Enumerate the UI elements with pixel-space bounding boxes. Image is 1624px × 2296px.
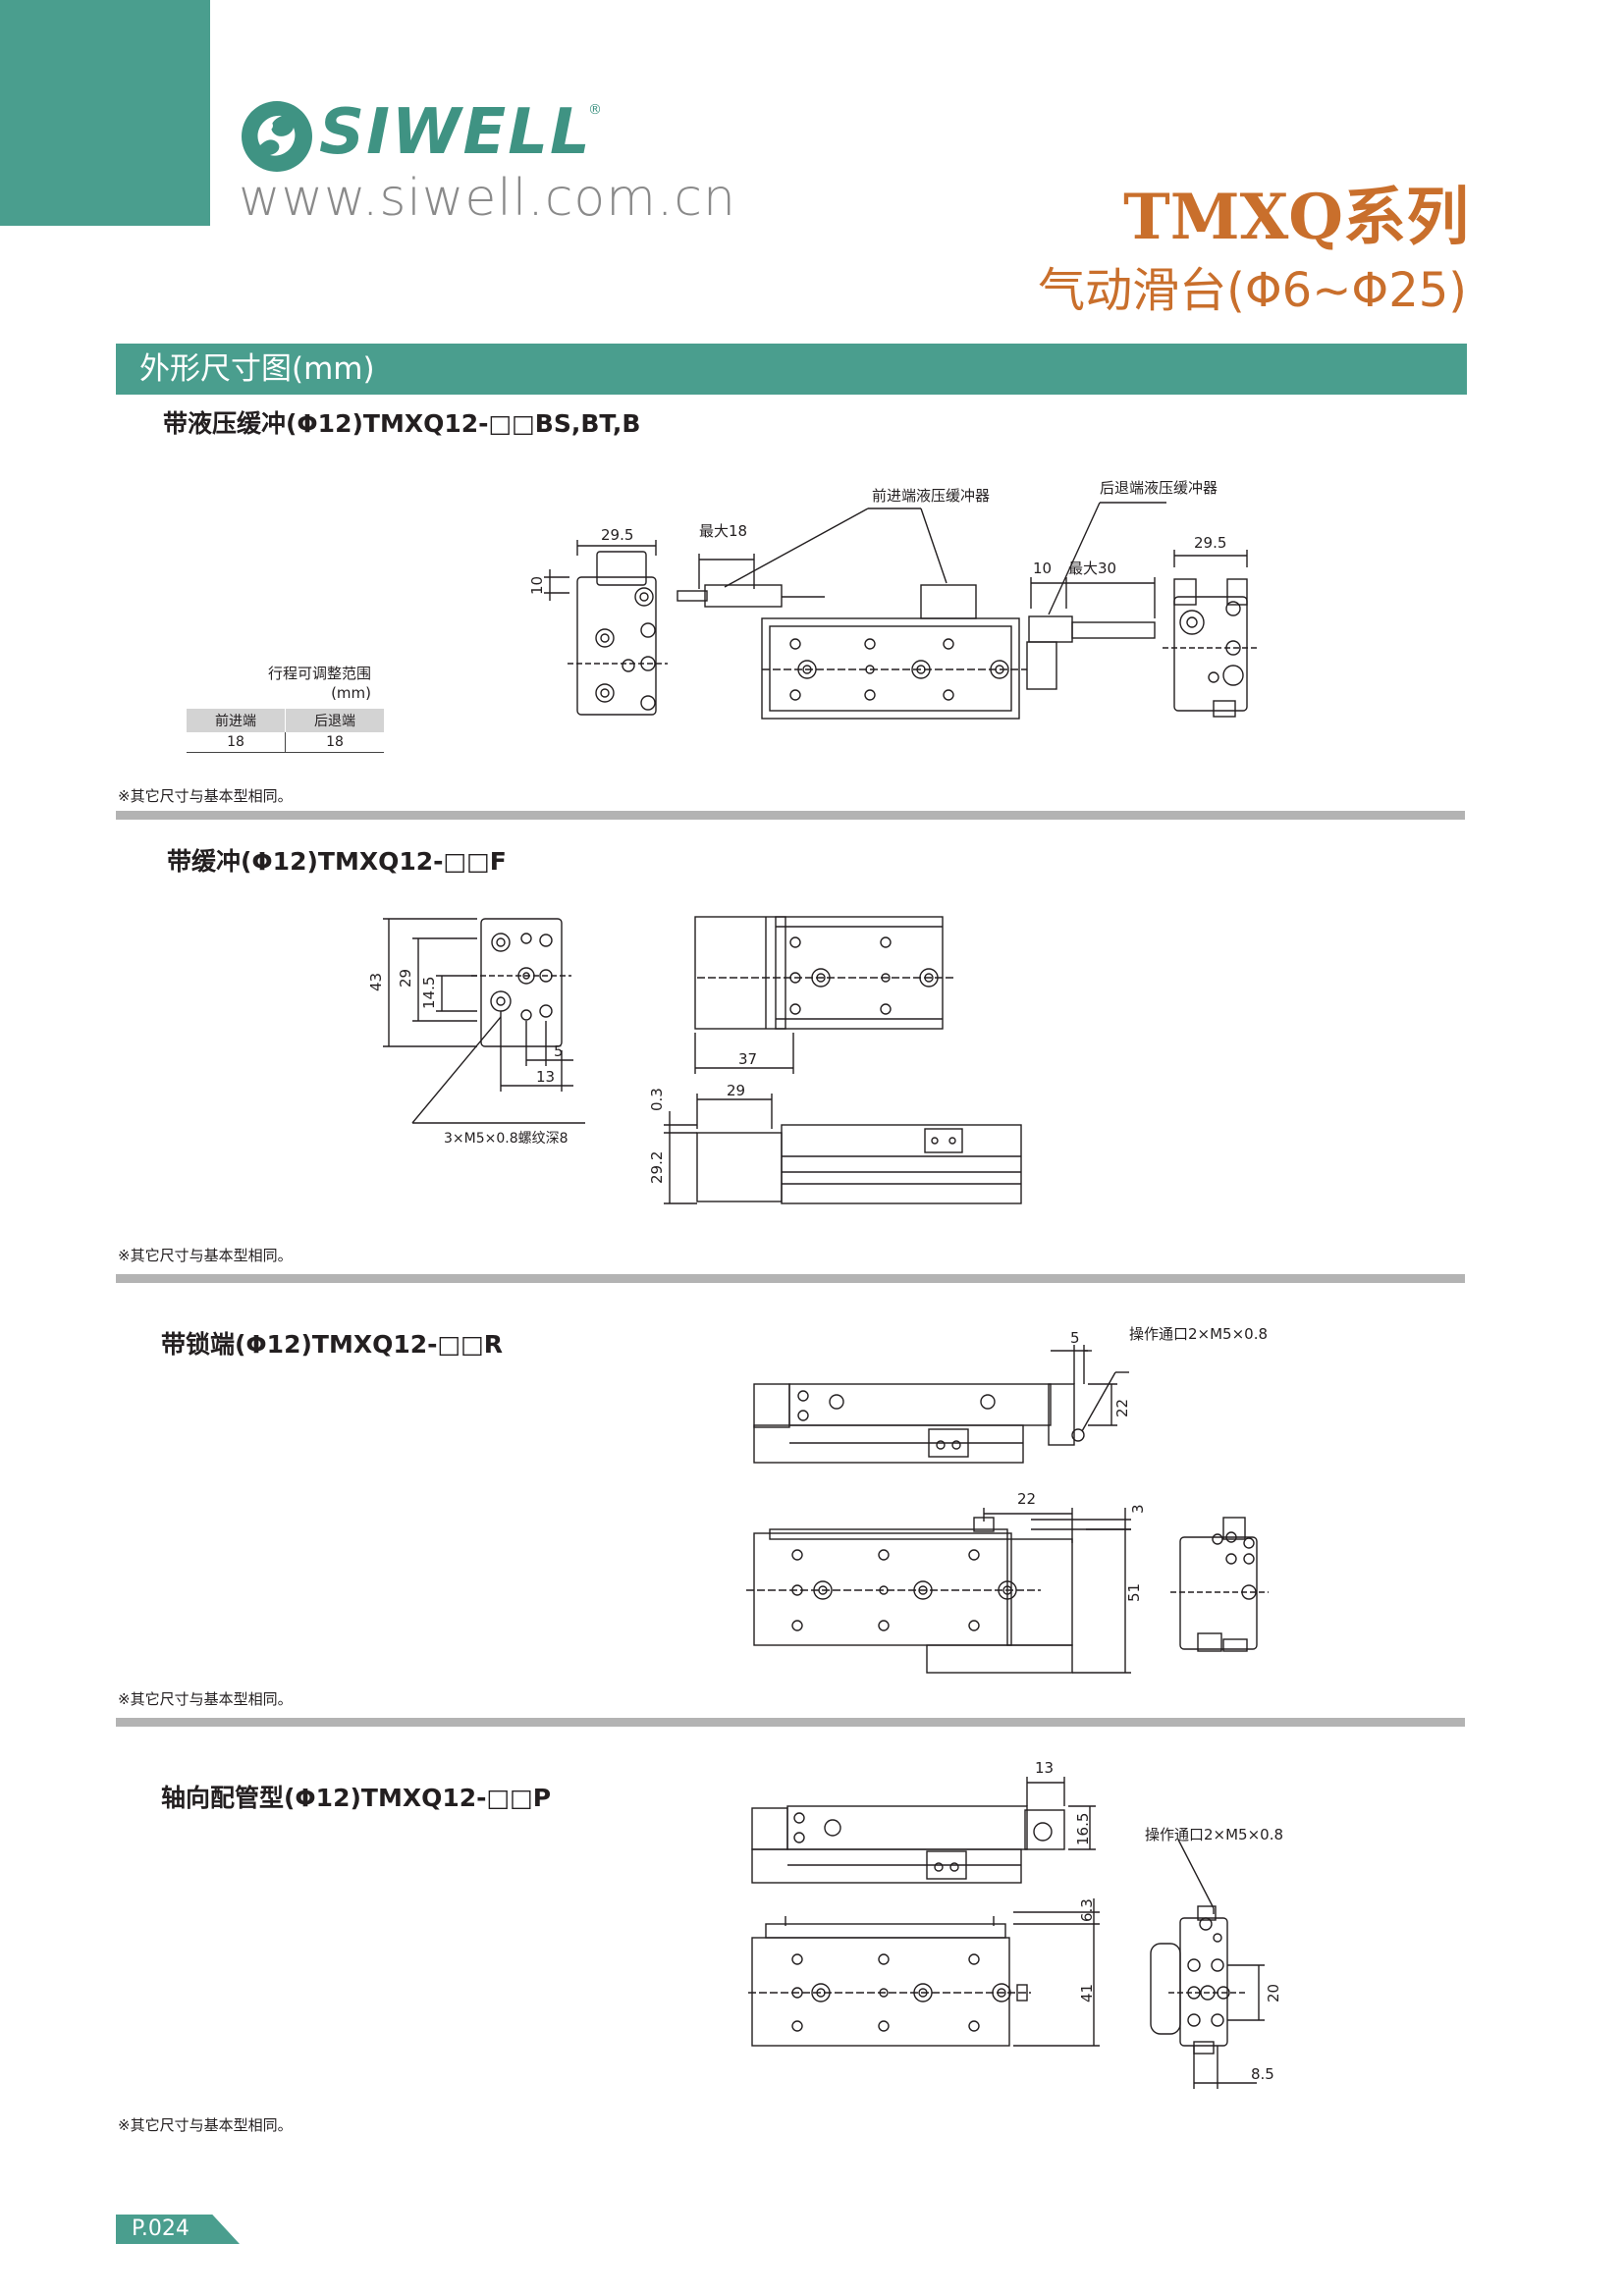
sub4-note: ※其它尺寸与基本型相同。 — [118, 2116, 293, 2134]
sub4-side-view — [751, 1807, 788, 1850]
sub1-dim-10-top: 10 — [1033, 560, 1052, 577]
sub2-end-view — [480, 918, 563, 1047]
sub4-heading: 轴向配管型(Φ12)TMXQ12-□□P — [161, 1784, 552, 1812]
sub4-end-view — [1150, 1943, 1181, 2035]
sub1-dim-29-5-left: 29.5 — [601, 526, 633, 544]
sub2-heading: 带缓冲(Φ12)TMXQ12-□□F — [167, 847, 507, 876]
sub1-dim-10-side: 10 — [528, 576, 546, 595]
stroke-table-header-rear: 后退端 — [285, 709, 384, 732]
stroke-table-value-rear: 18 — [285, 732, 384, 753]
sub3-note: ※其它尺寸与基本型相同。 — [118, 1690, 293, 1708]
sub2-dim-14-5: 14.5 — [420, 977, 438, 1009]
section-title: 外形尺寸图(mm) — [139, 351, 375, 387]
section-divider-1 — [116, 811, 1465, 820]
registered-mark: ® — [588, 102, 602, 118]
stroke-range-table: 前进端 后退端 18 18 — [187, 709, 384, 753]
sub1-front-bumper — [704, 584, 783, 608]
series-title: TMXQ系列 — [1123, 181, 1469, 254]
sub3-dim-5: 5 — [1070, 1329, 1080, 1347]
brand-name: SIWELL — [319, 96, 592, 169]
sub2-dim-5: 5 — [554, 1042, 564, 1060]
sub1-dim-29-5-right: 29.5 — [1194, 534, 1226, 552]
sub2-note: ※其它尺寸与基本型相同。 — [118, 1247, 293, 1264]
page-number-tag: P.024 — [116, 2215, 240, 2244]
stroke-table-caption-line2: (mm) — [331, 684, 372, 702]
sub2-thread-label: 3×M5×0.8螺纹深8 — [444, 1131, 568, 1147]
sub1-rear-bumper-label: 后退端液压缓冲器 — [1100, 479, 1218, 497]
sub4-dim-16-5: 16.5 — [1074, 1813, 1092, 1845]
sub2-drawing: 43 29 14.5 5 13 3×M5×0.8螺纹深8 37 0.3 29 2… — [367, 916, 1022, 1204]
sub4-dim-41: 41 — [1078, 1984, 1096, 2002]
sub2-dim-13: 13 — [536, 1068, 555, 1086]
sub3-dim-51: 51 — [1125, 1583, 1143, 1602]
sub1-drawing: 29.5 10 最大18 前进端液压缓冲器 后退端液压缓冲器 10 最大30 2… — [528, 479, 1257, 720]
section-divider-3 — [116, 1718, 1465, 1727]
sub3-dim-22-h: 22 — [1017, 1490, 1036, 1508]
stroke-table-header-front: 前进端 — [187, 709, 286, 732]
sub2-dim-43: 43 — [367, 973, 385, 991]
sub1-dim-max30: 最大30 — [1068, 560, 1116, 577]
section-divider-2 — [116, 1274, 1465, 1283]
sub1-heading: 带液压缓冲(Φ12)TMXQ12-□□BS,BT,B — [163, 409, 641, 438]
sub2-dim-29-2: 29.2 — [648, 1151, 666, 1184]
sub1-dim-max18: 最大18 — [699, 522, 747, 540]
sub4-dim-20: 20 — [1265, 1984, 1282, 2002]
sub3-heading: 带锁端(Φ12)TMXQ12-□□R — [161, 1330, 504, 1359]
sub2-dim-29-b: 29 — [727, 1082, 745, 1099]
sub3-end-view — [1179, 1536, 1258, 1650]
sub2-dim-37: 37 — [738, 1050, 757, 1068]
sub1-left-end-view — [576, 576, 657, 716]
sub4-dim-6-3: 6.3 — [1078, 1898, 1096, 1922]
sub3-port-label: 操作通口2×M5×0.8 — [1129, 1325, 1268, 1343]
sub4-dim-13: 13 — [1035, 1759, 1054, 1777]
stroke-table-value-front: 18 — [187, 732, 286, 753]
sub4-port-label: 操作通口2×M5×0.8 — [1145, 1826, 1283, 1843]
page-number: P.024 — [132, 2216, 189, 2241]
sub3-side-view — [753, 1383, 790, 1428]
header-accent-block — [0, 0, 210, 226]
sub4-drawing: 13 16.5 操作通口2×M5×0.8 6.3 41 20 8.5 — [748, 1759, 1283, 2089]
sub2-side-view — [696, 1132, 783, 1202]
section-title-bar: 外形尺寸图(mm) — [116, 344, 1467, 395]
sub2-dim-29: 29 — [397, 969, 414, 988]
sub1-right-end-view — [1173, 596, 1248, 712]
brand-url: www.siwell.com.cn — [239, 169, 736, 228]
sub1-note: ※其它尺寸与基本型相同。 — [118, 787, 293, 805]
sub3-drawing: 5 操作通口2×M5×0.8 22 22 3 51 — [746, 1325, 1269, 1674]
sub1-rear-bumper — [1028, 615, 1073, 643]
sub3-dim-22-v: 22 — [1113, 1399, 1131, 1417]
series-subtitle: 气动滑台(Φ6~Φ25) — [1038, 263, 1467, 318]
siwell-logo-icon — [242, 101, 312, 172]
sub4-dim-8-5: 8.5 — [1251, 2065, 1274, 2083]
sub3-dim-3: 3 — [1129, 1504, 1147, 1514]
stroke-table-caption: 行程可调整范围 (mm) — [268, 664, 371, 703]
sub2-dim-0-3: 0.3 — [648, 1088, 666, 1111]
sub1-main-body — [761, 617, 1020, 720]
sub2-top-view — [694, 916, 944, 1030]
stroke-table-caption-line1: 行程可调整范围 — [268, 665, 372, 682]
sub1-front-bumper-label: 前进端液压缓冲器 — [872, 487, 990, 505]
